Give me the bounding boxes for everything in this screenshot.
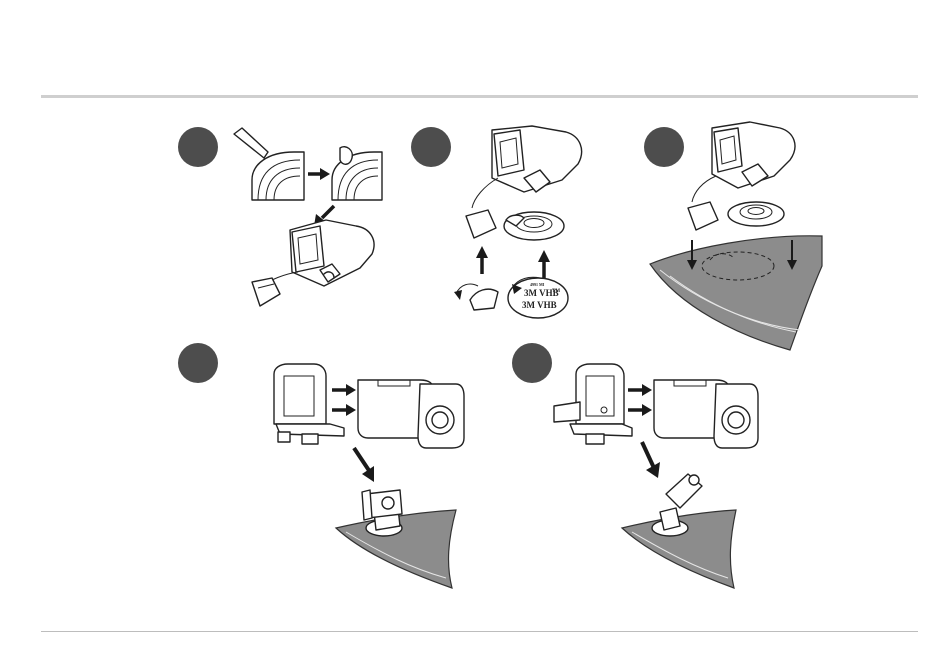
pad-brand-line-2: 3M VHB [522,300,557,310]
arrow-right-lower-icon [332,404,356,416]
pad-trademark: TM [552,289,560,294]
step-4-badge [178,343,218,383]
liner-peel-left-icon [454,284,498,310]
helmet-shell-icon [650,236,822,350]
step-1-illustration [228,122,398,317]
arrow-right-upper-icon [628,384,652,396]
helmet-surface-arc-icon [252,152,304,200]
arrow-up-left-icon [476,246,488,274]
adhesive-disc-icon [504,212,564,240]
step-2-badge [411,127,451,167]
front-mount-cradle-icon [274,364,344,444]
arrow-down-right-icon [642,442,660,478]
mount-base-icon [252,220,374,306]
arrow-right-icon [308,168,330,180]
top-divider [41,95,918,98]
bottom-divider [41,631,918,632]
adhesive-pad-icon: 3M VHB 3M VHB TM 4991 MI [508,277,568,318]
step-5-illustration [550,362,760,594]
arrow-right-upper-icon [332,384,356,396]
arrow-right-lower-icon [628,404,652,416]
mount-base-icon [688,122,795,230]
step-1-badge [178,127,218,167]
camera-body-icon [358,380,464,448]
helmet-surface-arc-wiped-icon [332,147,382,200]
mounted-camera-icon [362,490,402,536]
step-5-badge [512,343,552,383]
step-3-illustration [650,118,825,358]
pad-small-text: 4991 MI [530,282,545,287]
arrow-up-right-icon [538,250,550,278]
arrow-down-right-icon [354,448,374,482]
side-mount-cradle-icon [554,364,632,444]
camera-body-icon [654,380,758,448]
step-2-illustration: 3M VHB 3M VHB TM 4991 MI [448,122,598,322]
step-4-illustration [270,362,470,594]
